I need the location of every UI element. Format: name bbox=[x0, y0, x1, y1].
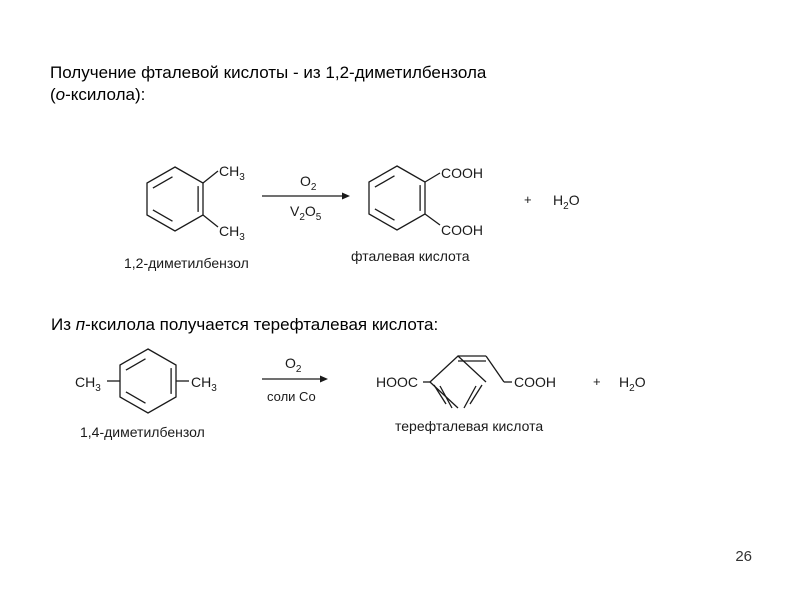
terephthalic-acid-name: терефталевая кислота bbox=[395, 418, 543, 434]
subtitle-prefix: Из bbox=[51, 315, 76, 334]
title-line-2-rest: -ксилола): bbox=[65, 85, 146, 104]
page-number: 26 bbox=[735, 548, 752, 565]
methyl-bond-upper bbox=[202, 170, 219, 184]
subtitle-italic: п bbox=[75, 315, 86, 334]
cooh-bond-upper bbox=[424, 172, 441, 183]
o-xylene-ring bbox=[146, 166, 219, 232]
water-product-2: H2O bbox=[619, 374, 646, 394]
terephthalic-cooh-right: COOH bbox=[514, 374, 556, 390]
o-xylene-methyl-lower: CH3 bbox=[219, 223, 245, 243]
title-line-2-italic: о bbox=[55, 85, 66, 104]
title-line-2: (о-ксилола): bbox=[50, 84, 610, 106]
methyl-bond-lower bbox=[202, 214, 219, 228]
phthalic-acid-ring bbox=[368, 165, 441, 231]
p-xylene-methyl-left: CH3 bbox=[75, 374, 101, 394]
o-xylene-name: 1,2-диметилбензол bbox=[124, 255, 249, 271]
reaction-arrow-1-head bbox=[342, 192, 350, 200]
p-xylene-methyl-right: CH3 bbox=[191, 374, 217, 394]
plus-sign-2: + bbox=[593, 374, 601, 389]
water-product-1: H2O bbox=[553, 192, 580, 212]
section-subtitle: Из п-ксилола получается терефталевая кис… bbox=[51, 314, 438, 336]
reagent-v2o5: V2O5 bbox=[290, 203, 322, 223]
subtitle-rest: -ксилола получается терефталевая кислота… bbox=[85, 315, 439, 334]
phthalic-cooh-upper: COOH bbox=[441, 165, 483, 181]
slide-title: Получение фталевой кислоты - из 1,2-диме… bbox=[50, 62, 610, 106]
title-line-1: Получение фталевой кислоты - из 1,2-диме… bbox=[50, 63, 487, 82]
reagent-cobalt-salts: соли Co bbox=[267, 389, 316, 404]
p-xylene-name: 1,4-диметилбензол bbox=[80, 424, 205, 440]
p-xylene-ring bbox=[107, 348, 189, 414]
terephthalic-acid-ring bbox=[423, 355, 512, 409]
cooh-bond-lower bbox=[424, 213, 441, 226]
terephthalic-hooc-left: HOOC bbox=[376, 374, 418, 390]
plus-sign-1: + bbox=[524, 192, 532, 207]
reaction-arrow-2-head bbox=[320, 375, 328, 383]
o-xylene-methyl-upper: CH3 bbox=[219, 163, 245, 183]
phthalic-cooh-lower: COOH bbox=[441, 222, 483, 238]
phthalic-acid-name: фталевая кислота bbox=[351, 248, 470, 264]
title-line-2-open: ( bbox=[50, 85, 56, 104]
reagent-o2-top: O2 bbox=[300, 173, 317, 193]
reagent-o2-top-2: O2 bbox=[285, 355, 302, 375]
